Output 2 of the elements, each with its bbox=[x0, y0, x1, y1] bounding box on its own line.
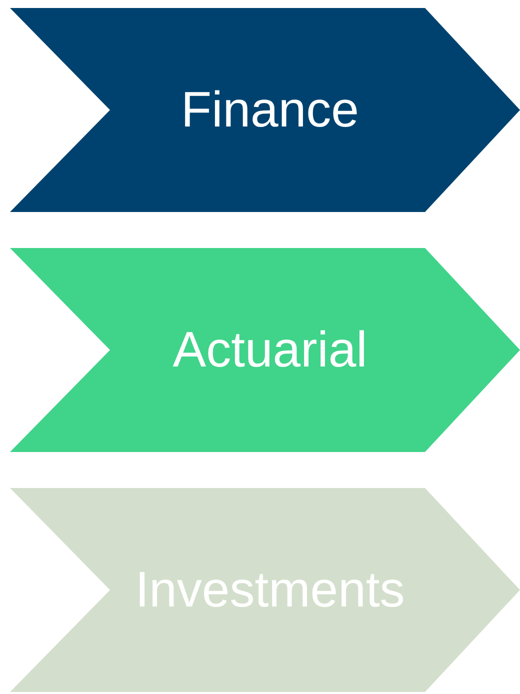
chevron-label: Finance bbox=[180, 82, 360, 138]
chevron-label: Actuarial bbox=[172, 322, 368, 378]
